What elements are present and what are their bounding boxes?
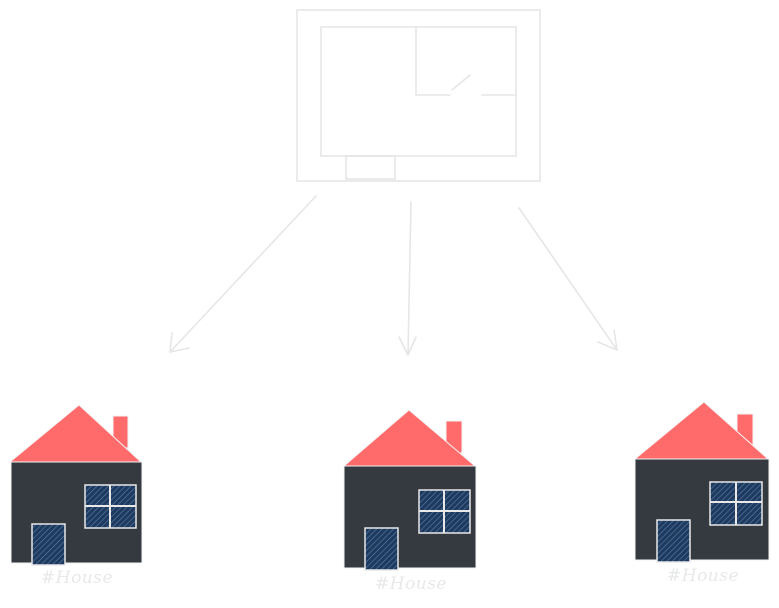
door (364, 527, 399, 571)
house-label-3: #House (667, 566, 740, 586)
house-icon (8, 404, 143, 566)
window (709, 481, 763, 526)
house-label-1: #House (41, 568, 114, 588)
door (31, 523, 66, 566)
house-icon (633, 401, 770, 563)
door (656, 519, 691, 563)
arrow-to-house-1 (169, 195, 317, 353)
house-icon (342, 409, 477, 571)
arrow-to-house-3 (518, 207, 618, 351)
house-label-2: #House (375, 574, 448, 594)
arrow-to-house-2 (398, 201, 417, 356)
window (84, 484, 137, 529)
window (418, 489, 471, 534)
blueprint-floorplan-icon (296, 9, 541, 182)
